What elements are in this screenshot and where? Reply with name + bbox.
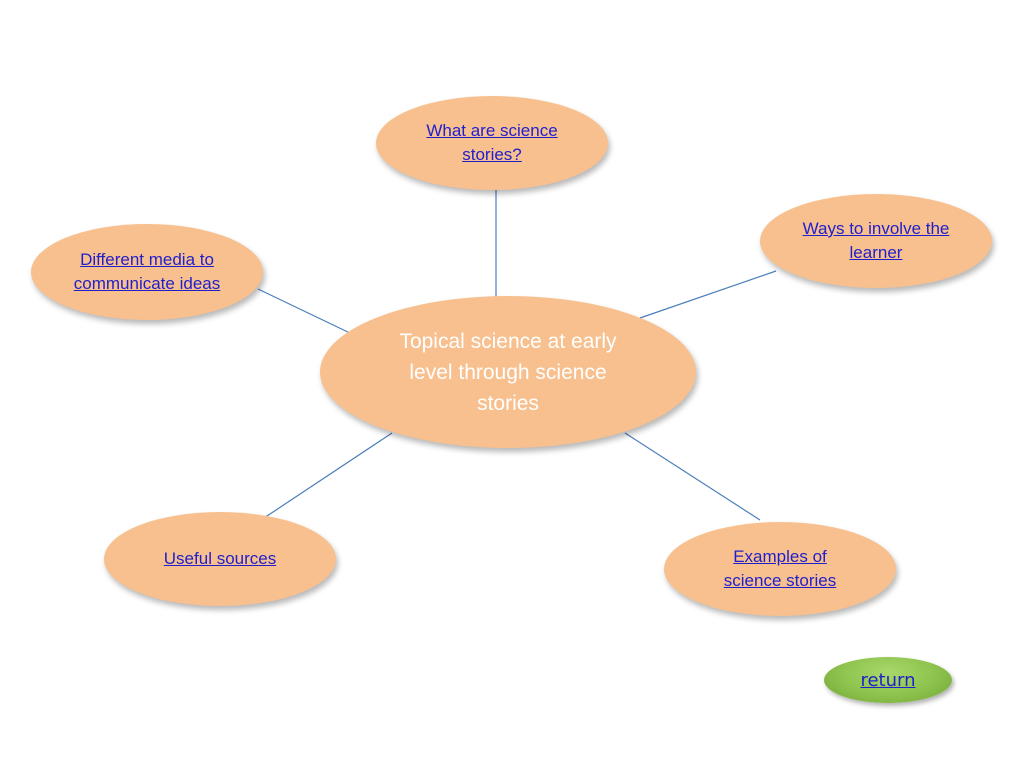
connector-examples [624,432,761,521]
link-examples-of-science-stories[interactable]: Examples of science stories [723,547,837,590]
link-what-are-science-stories[interactable]: What are science stories? [426,121,558,164]
link-useful-sources[interactable]: Useful sources [163,549,277,568]
central-topic-node: Topical science at early level through s… [320,296,696,448]
connector-useful [263,432,393,519]
node-ways-to-involve-learner[interactable]: Ways to involve the learner [760,194,992,288]
central-topic-label: Topical science at early level through s… [399,329,617,415]
node-useful-sources[interactable]: Useful sources [104,512,336,606]
connector-media [257,288,353,335]
link-ways-to-involve-learner[interactable]: Ways to involve the learner [802,219,950,262]
node-examples-of-science-stories[interactable]: Examples of science stories [664,522,896,616]
node-what-are-science-stories[interactable]: What are science stories? [376,96,608,190]
link-different-media[interactable]: Different media to communicate ideas [73,250,221,293]
return-button[interactable]: return [824,657,952,703]
connector-ways [639,270,777,319]
return-link[interactable]: return [860,669,916,691]
node-different-media[interactable]: Different media to communicate ideas [31,224,263,320]
